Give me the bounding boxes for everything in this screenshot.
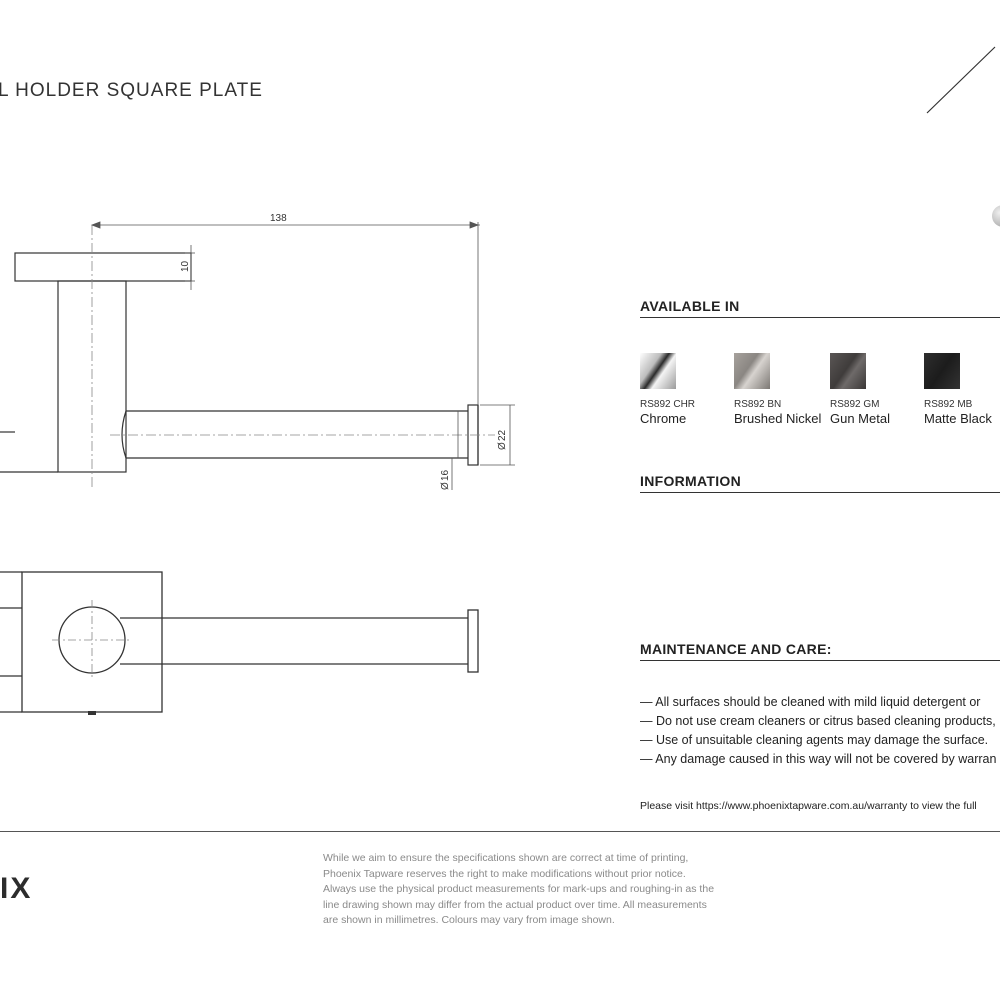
care-item: — Do not use cream cleaners or citrus ba… <box>640 714 996 728</box>
svg-text:Ø: Ø <box>440 482 451 490</box>
swatch-gun-metal[interactable] <box>830 353 866 389</box>
care-list: — All surfaces should be cleaned with mi… <box>640 693 1000 769</box>
finish-name-chrome: Chrome <box>640 411 687 426</box>
swatch-chrome[interactable] <box>640 353 676 389</box>
swatch-brushed-nickel[interactable] <box>734 353 770 389</box>
product-thumbnail-icon <box>992 205 1000 227</box>
decorative-line <box>926 46 996 114</box>
side-rod <box>121 410 468 459</box>
finish-name-matte-black: Matte Black <box>924 411 992 426</box>
maintenance-heading: MAINTENANCE AND CARE: <box>640 641 1000 661</box>
plan-end-cap <box>467 609 479 673</box>
finish-code-chrome: RS892 CHR <box>640 399 696 410</box>
svg-text:22: 22 <box>497 429 508 441</box>
care-item: — Any damage caused in this way will not… <box>640 752 997 766</box>
dim-end-cap-label: Ø 22 <box>497 429 508 450</box>
disclaimer-line: are shown in millimetres. Colours may va… <box>323 914 615 926</box>
plan-square-plate <box>21 571 163 713</box>
disclaimer-line: line drawing shown may differ from the a… <box>323 898 707 911</box>
care-item: — Use of unsuitable cleaning agents may … <box>640 733 989 747</box>
footer-divider <box>0 831 1000 832</box>
dim-rod-label: Ø 16 <box>440 469 451 490</box>
finish-name-brushed-nickel: Brushed Nickel <box>734 411 822 426</box>
dim-length-label: 138 <box>270 213 287 224</box>
finish-name-gun-metal: Gun Metal <box>830 411 890 426</box>
side-plate <box>14 252 192 282</box>
disclaimer-line: While we aim to ensure the specification… <box>323 852 689 864</box>
warranty-link-note[interactable]: Please visit https://www.phoenixtapware.… <box>640 800 977 812</box>
svg-text:16: 16 <box>440 469 451 481</box>
finish-code-brushed-nickel: RS892 BN <box>734 399 782 410</box>
finish-code-gun-metal: RS892 GM <box>830 399 880 410</box>
disclaimer-line: Always use the physical product measurem… <box>323 883 715 895</box>
disclaimer: While we aim to ensure the specification… <box>323 851 753 929</box>
dim-plate-label: 10 <box>180 260 191 272</box>
svg-text:Ø: Ø <box>497 442 508 450</box>
technical-drawing: 138 10 Ø 22 Ø 16 <box>0 213 515 715</box>
care-item: — All surfaces should be cleaned with mi… <box>640 695 981 709</box>
brand-logo: IX <box>0 872 33 905</box>
available-in-heading: AVAILABLE IN <box>640 298 1000 318</box>
finish-code-matte-black: RS892 MB <box>924 399 973 410</box>
swatch-matte-black[interactable] <box>924 353 960 389</box>
information-heading: INFORMATION <box>640 473 1000 493</box>
disclaimer-line: Phoenix Tapware reserves the right to ma… <box>323 867 686 880</box>
plan-rod <box>120 617 468 665</box>
product-title: L HOLDER SQUARE PLATE <box>0 80 263 101</box>
